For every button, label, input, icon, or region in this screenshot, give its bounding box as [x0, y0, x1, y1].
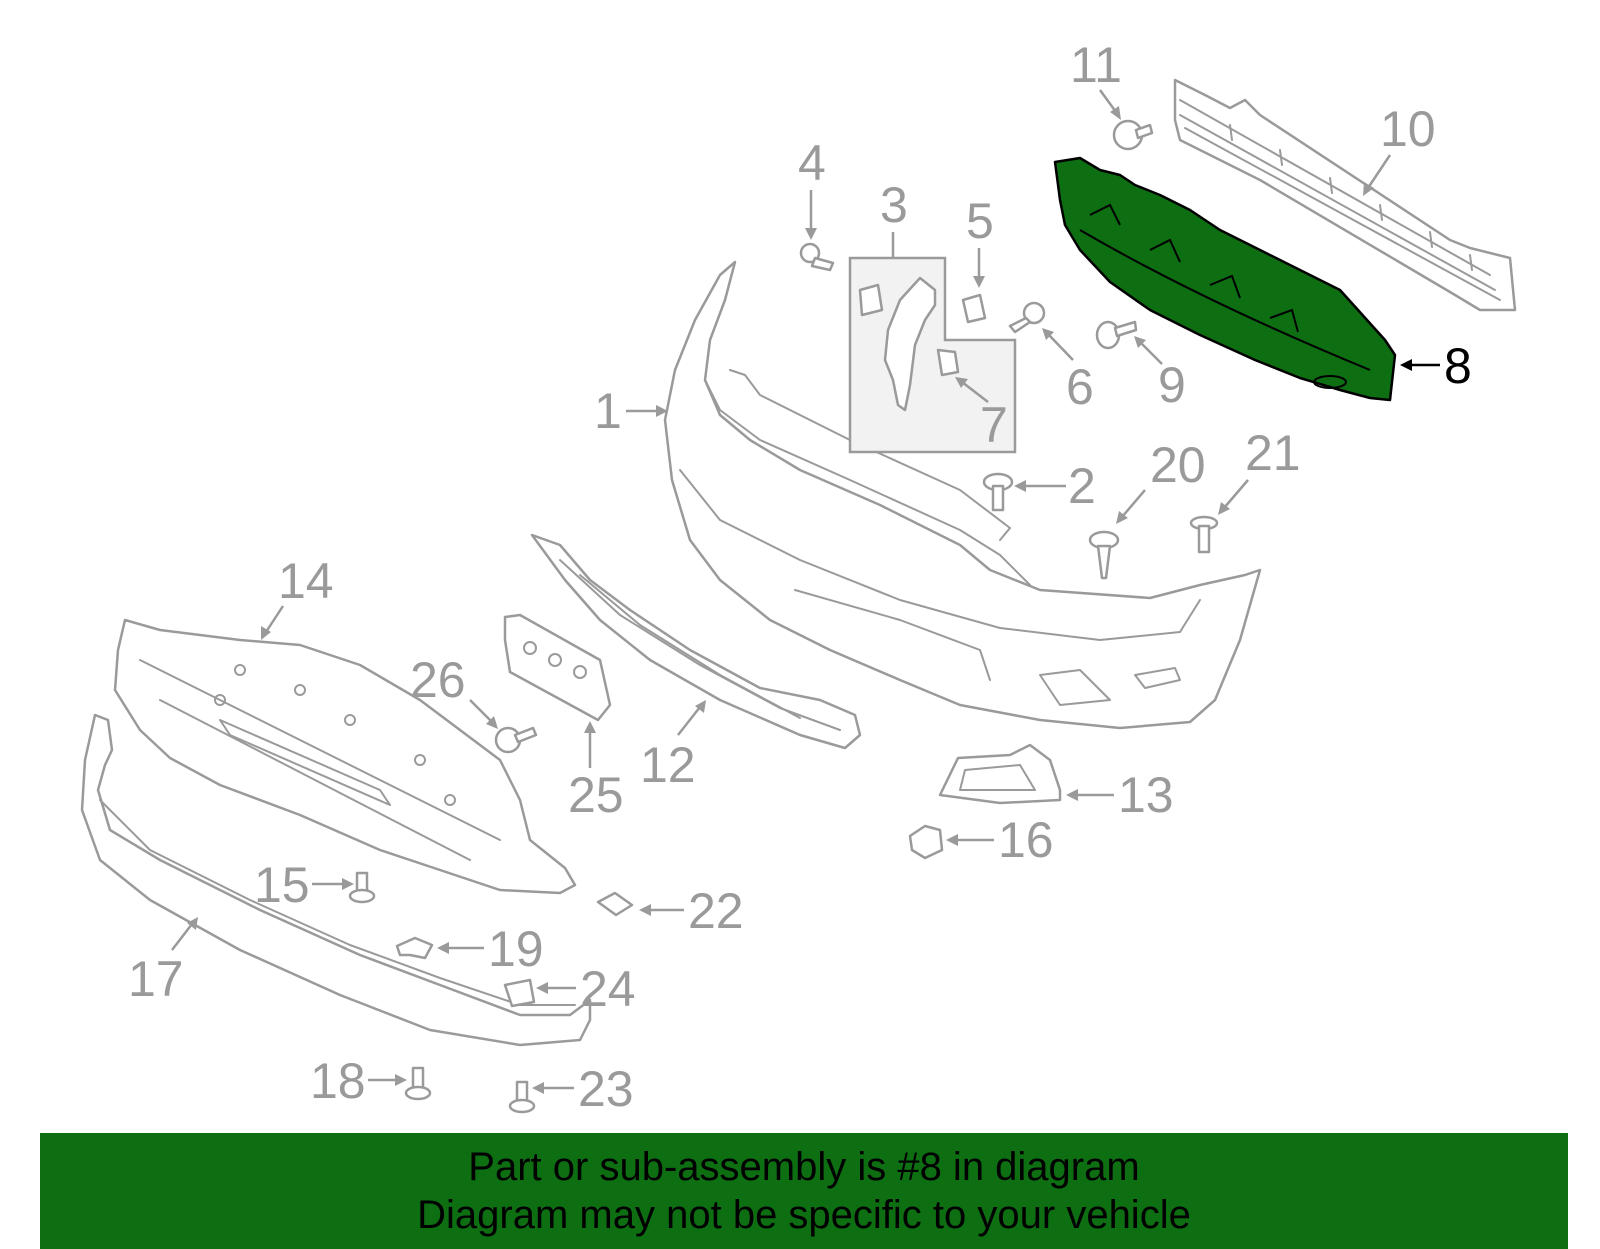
callout-21: 21: [1218, 425, 1301, 515]
callout-label: 13: [1118, 767, 1174, 823]
callout-12: 12: [640, 700, 706, 793]
banner-line-1: Part or sub-assembly is #8 in diagram: [468, 1145, 1140, 1189]
callout-label: 10: [1380, 101, 1436, 157]
callout-label: 12: [640, 737, 696, 793]
part-10-reinforcement-bar[interactable]: [1173, 78, 1517, 312]
fastener-20-clip[interactable]: [1088, 530, 1120, 580]
callout-23: 23: [532, 1061, 634, 1117]
callout-label: 21: [1245, 425, 1301, 481]
callout-label: 23: [578, 1061, 634, 1117]
callout-16: 16: [946, 812, 1054, 868]
callout-13: 13: [1066, 767, 1174, 823]
callout-label: 20: [1150, 437, 1206, 493]
part-1-bumper-cover[interactable]: [663, 260, 1262, 730]
callout-label: 4: [798, 135, 826, 191]
fastener-6-pin[interactable]: [1008, 301, 1046, 334]
callout-2: 2: [1014, 458, 1096, 514]
callout-label: 17: [128, 951, 184, 1007]
callout-6: 6: [1042, 328, 1094, 415]
callout-label: 18: [310, 1053, 366, 1109]
callout-label: 8: [1444, 338, 1472, 394]
callout-9: 9: [1134, 336, 1186, 413]
callout-label: 5: [966, 193, 994, 249]
fastener-15-pin[interactable]: [348, 871, 376, 904]
callout-label: 9: [1158, 357, 1186, 413]
fastener-11-bolt[interactable]: [1112, 119, 1154, 151]
callout-label: 25: [568, 767, 624, 823]
callout-label: 3: [880, 177, 908, 233]
fastener-26-bolt[interactable]: [494, 726, 538, 754]
callout-4: 4: [798, 135, 826, 240]
callout-label: 6: [1066, 359, 1094, 415]
callout-label: 14: [278, 553, 334, 609]
part-25-license-bracket[interactable]: [503, 613, 612, 722]
fastener-5-clip[interactable]: [961, 293, 987, 324]
part-12-grille[interactable]: [530, 533, 862, 750]
callout-3: 3: [880, 177, 908, 258]
callout-label: 2: [1068, 458, 1096, 514]
callout-5: 5: [966, 193, 994, 288]
part-3-bracket-group[interactable]: [848, 256, 1017, 454]
callout-7: 7: [955, 377, 1008, 453]
callout-label: 11: [1070, 37, 1122, 93]
fastener-19-clip[interactable]: [395, 936, 434, 960]
callout-label: 15: [254, 857, 310, 913]
callout-15: 15: [254, 857, 354, 913]
fastener-2-bolt[interactable]: [982, 472, 1014, 512]
callout-label: 26: [410, 652, 466, 708]
callout-14: 14: [261, 553, 334, 640]
fastener-23-pin[interactable]: [508, 1080, 536, 1114]
info-banner: Part or sub-assembly is #8 in diagram Di…: [40, 1133, 1568, 1249]
callout-label: 24: [580, 961, 636, 1017]
callout-label: 1: [594, 383, 622, 439]
fastener-21-pin[interactable]: [1189, 515, 1219, 554]
callout-24: 24: [536, 961, 636, 1017]
callout-18: 18: [310, 1053, 407, 1109]
fastener-18-pin[interactable]: [404, 1066, 432, 1101]
callout-19: 19: [437, 921, 544, 977]
part-13-fog-bezel[interactable]: [938, 743, 1062, 805]
callout-25: 25: [568, 721, 624, 823]
fastener-22-nut[interactable]: [596, 891, 634, 917]
callout-17: 17: [128, 917, 198, 1007]
fastener-9-pin[interactable]: [1095, 320, 1138, 350]
banner-line-2: Diagram may not be specific to your vehi…: [417, 1193, 1191, 1237]
part-8-energy-absorber[interactable]: [1053, 156, 1397, 402]
callout-26: 26: [410, 652, 498, 729]
callout-11: 11: [1070, 37, 1122, 120]
callout-label: 19: [488, 921, 544, 977]
callout-1: 1: [594, 383, 668, 439]
callout-8: 8: [1400, 338, 1472, 394]
callout-label: 22: [688, 883, 744, 939]
part-14-splash-shield[interactable]: [113, 618, 577, 895]
callout-label: 16: [998, 812, 1054, 868]
callout-10: 10: [1363, 101, 1436, 196]
callout-20: 20: [1116, 437, 1206, 524]
fastener-4-pushpin[interactable]: [799, 242, 835, 272]
fastener-24-nut[interactable]: [503, 978, 536, 1008]
fastener-16-clip[interactable]: [908, 824, 944, 860]
callout-label: 7: [980, 397, 1008, 453]
callout-22: 22: [639, 883, 744, 939]
